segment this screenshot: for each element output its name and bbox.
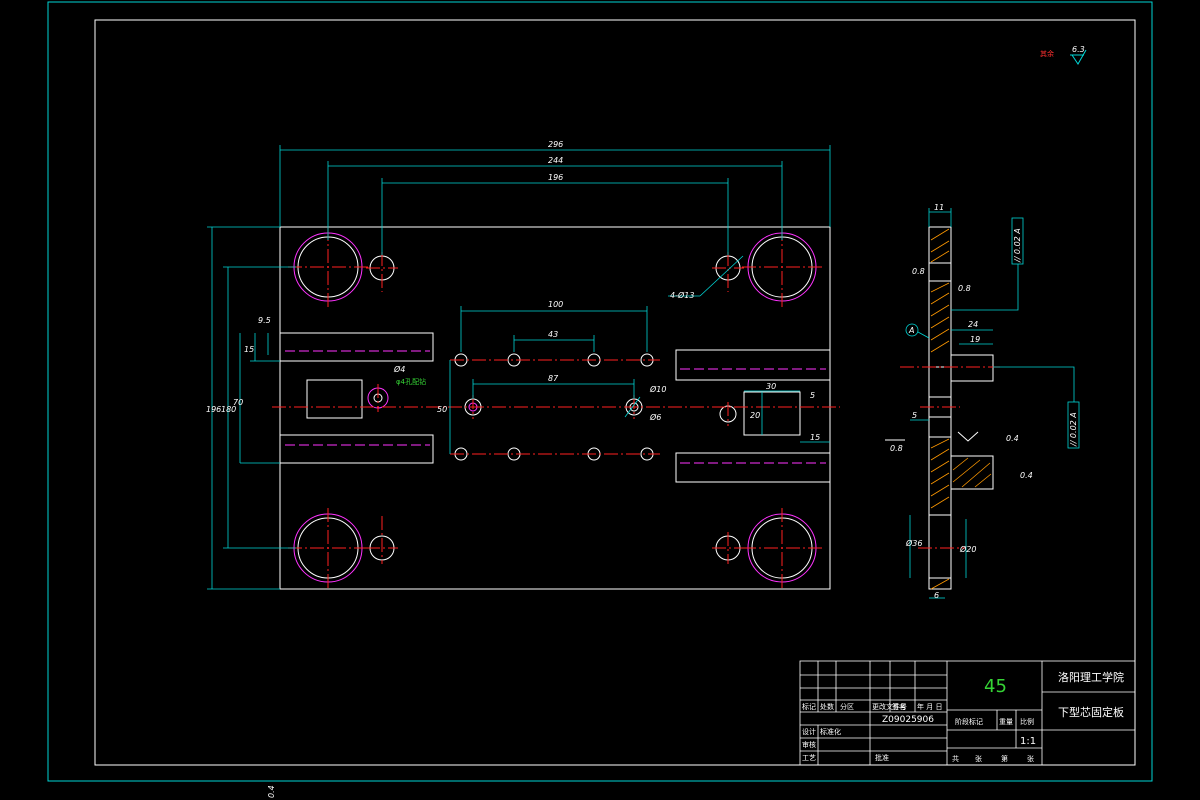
tb-row-0: 设计 [802, 727, 816, 736]
side-rough-b: 0.8 [958, 284, 971, 293]
drawing-frame [47, 1, 1153, 782]
sheet-no-label: 第 [1001, 754, 1008, 763]
dim-h70: 70 [233, 398, 243, 407]
tb-label-0: 标记 [802, 702, 816, 711]
surface-note: 其余 [1040, 49, 1054, 58]
dim-d5: 5 [810, 391, 815, 400]
tb-label-1: 处数 [820, 702, 834, 711]
title-block: 45 洛阳理工学院 下型芯固定板 Z09025906 1:1 阶段标记 重量 比… [799, 660, 1136, 766]
datum-a: A [908, 326, 914, 335]
school-name: 洛阳理工学院 [1058, 670, 1124, 684]
dim-slot-group: 100 [548, 300, 563, 309]
dim-h20: 20 [750, 411, 760, 420]
scale: 1:1 [1020, 736, 1036, 747]
dim-slot-inner: 43 [548, 330, 558, 339]
tolerance-1: // 0.02 A [1013, 228, 1022, 263]
tb-row-1: 标准化 [820, 727, 841, 736]
dim-h196: 196 [206, 405, 221, 414]
tb-label-2: 分区 [840, 702, 854, 711]
surface-value: 6.3 [1072, 45, 1085, 54]
dim-h50: 50 [437, 405, 447, 414]
tb-label-3: 更改文件号 [872, 702, 907, 711]
side-rough-d: 0.4 [1006, 434, 1019, 443]
dim-h180: 180 [221, 405, 236, 414]
side-dim-11: 11 [934, 203, 944, 212]
weight-label: 重量 [999, 718, 1013, 726]
dim-overall-width: 296 [548, 140, 563, 149]
side-rough-e: 0.4 [1020, 471, 1033, 480]
holes-note: 4-Ø13 [670, 290, 694, 300]
dim-dia4: Ø4 [393, 364, 405, 374]
stray-label: 0.4 [267, 785, 276, 798]
green-note: φ4孔配钻 [396, 377, 426, 386]
dim-h95: 9.5 [258, 316, 271, 325]
side-rough-a: 0.8 [912, 267, 925, 276]
part-name: 下型芯固定板 [1058, 705, 1124, 719]
main-view: 296 244 196 100 43 87 4-Ø13 Ø10 Ø6 Ø4 30… [206, 140, 840, 590]
side-dim-6: 6 [934, 591, 939, 600]
material: 45 [984, 676, 1007, 697]
tb-row-3: 工艺 [802, 754, 816, 762]
side-dim-24: 24 [968, 320, 978, 329]
dim-outer-holes: 244 [548, 156, 563, 165]
dim-dia6: Ø6 [649, 412, 661, 422]
dim-inner-holes: 196 [548, 173, 563, 182]
sheets-label: 张 [975, 754, 982, 763]
tb-row-4: 批准 [875, 753, 889, 762]
total-label: 共 [952, 754, 959, 763]
page-label: 张 [1027, 754, 1034, 763]
dim-h15: 15 [244, 345, 254, 354]
dim-dia10: Ø10 [649, 384, 666, 394]
side-view: 11 24 19 5 6 Ø36 Ø20 0.8 0.8 0.8 0.4 0.4… [885, 203, 1080, 600]
side-rough-c: 0.8 [890, 444, 903, 453]
side-dim-19: 19 [970, 335, 980, 344]
dim-87: 87 [548, 374, 559, 383]
stage-mark: 阶段标记 [955, 717, 983, 726]
tb-label-5: 年 月 日 [917, 702, 942, 711]
side-dim-d20: Ø20 [959, 544, 976, 554]
tb-label-4: 签名 [892, 702, 906, 711]
surface-finish-general: 其余 6.3 [1040, 45, 1087, 65]
ratio-label: 比例 [1020, 717, 1034, 726]
dim-w30: 30 [766, 382, 776, 391]
side-dim-d36: Ø36 [905, 538, 922, 548]
drawing-number: Z09025906 [882, 715, 934, 725]
dim-d15: 15 [810, 433, 820, 442]
tb-row-2: 审核 [802, 740, 816, 749]
tolerance-2: // 0.02 A [1069, 412, 1078, 447]
side-dim-5: 5 [912, 411, 917, 420]
